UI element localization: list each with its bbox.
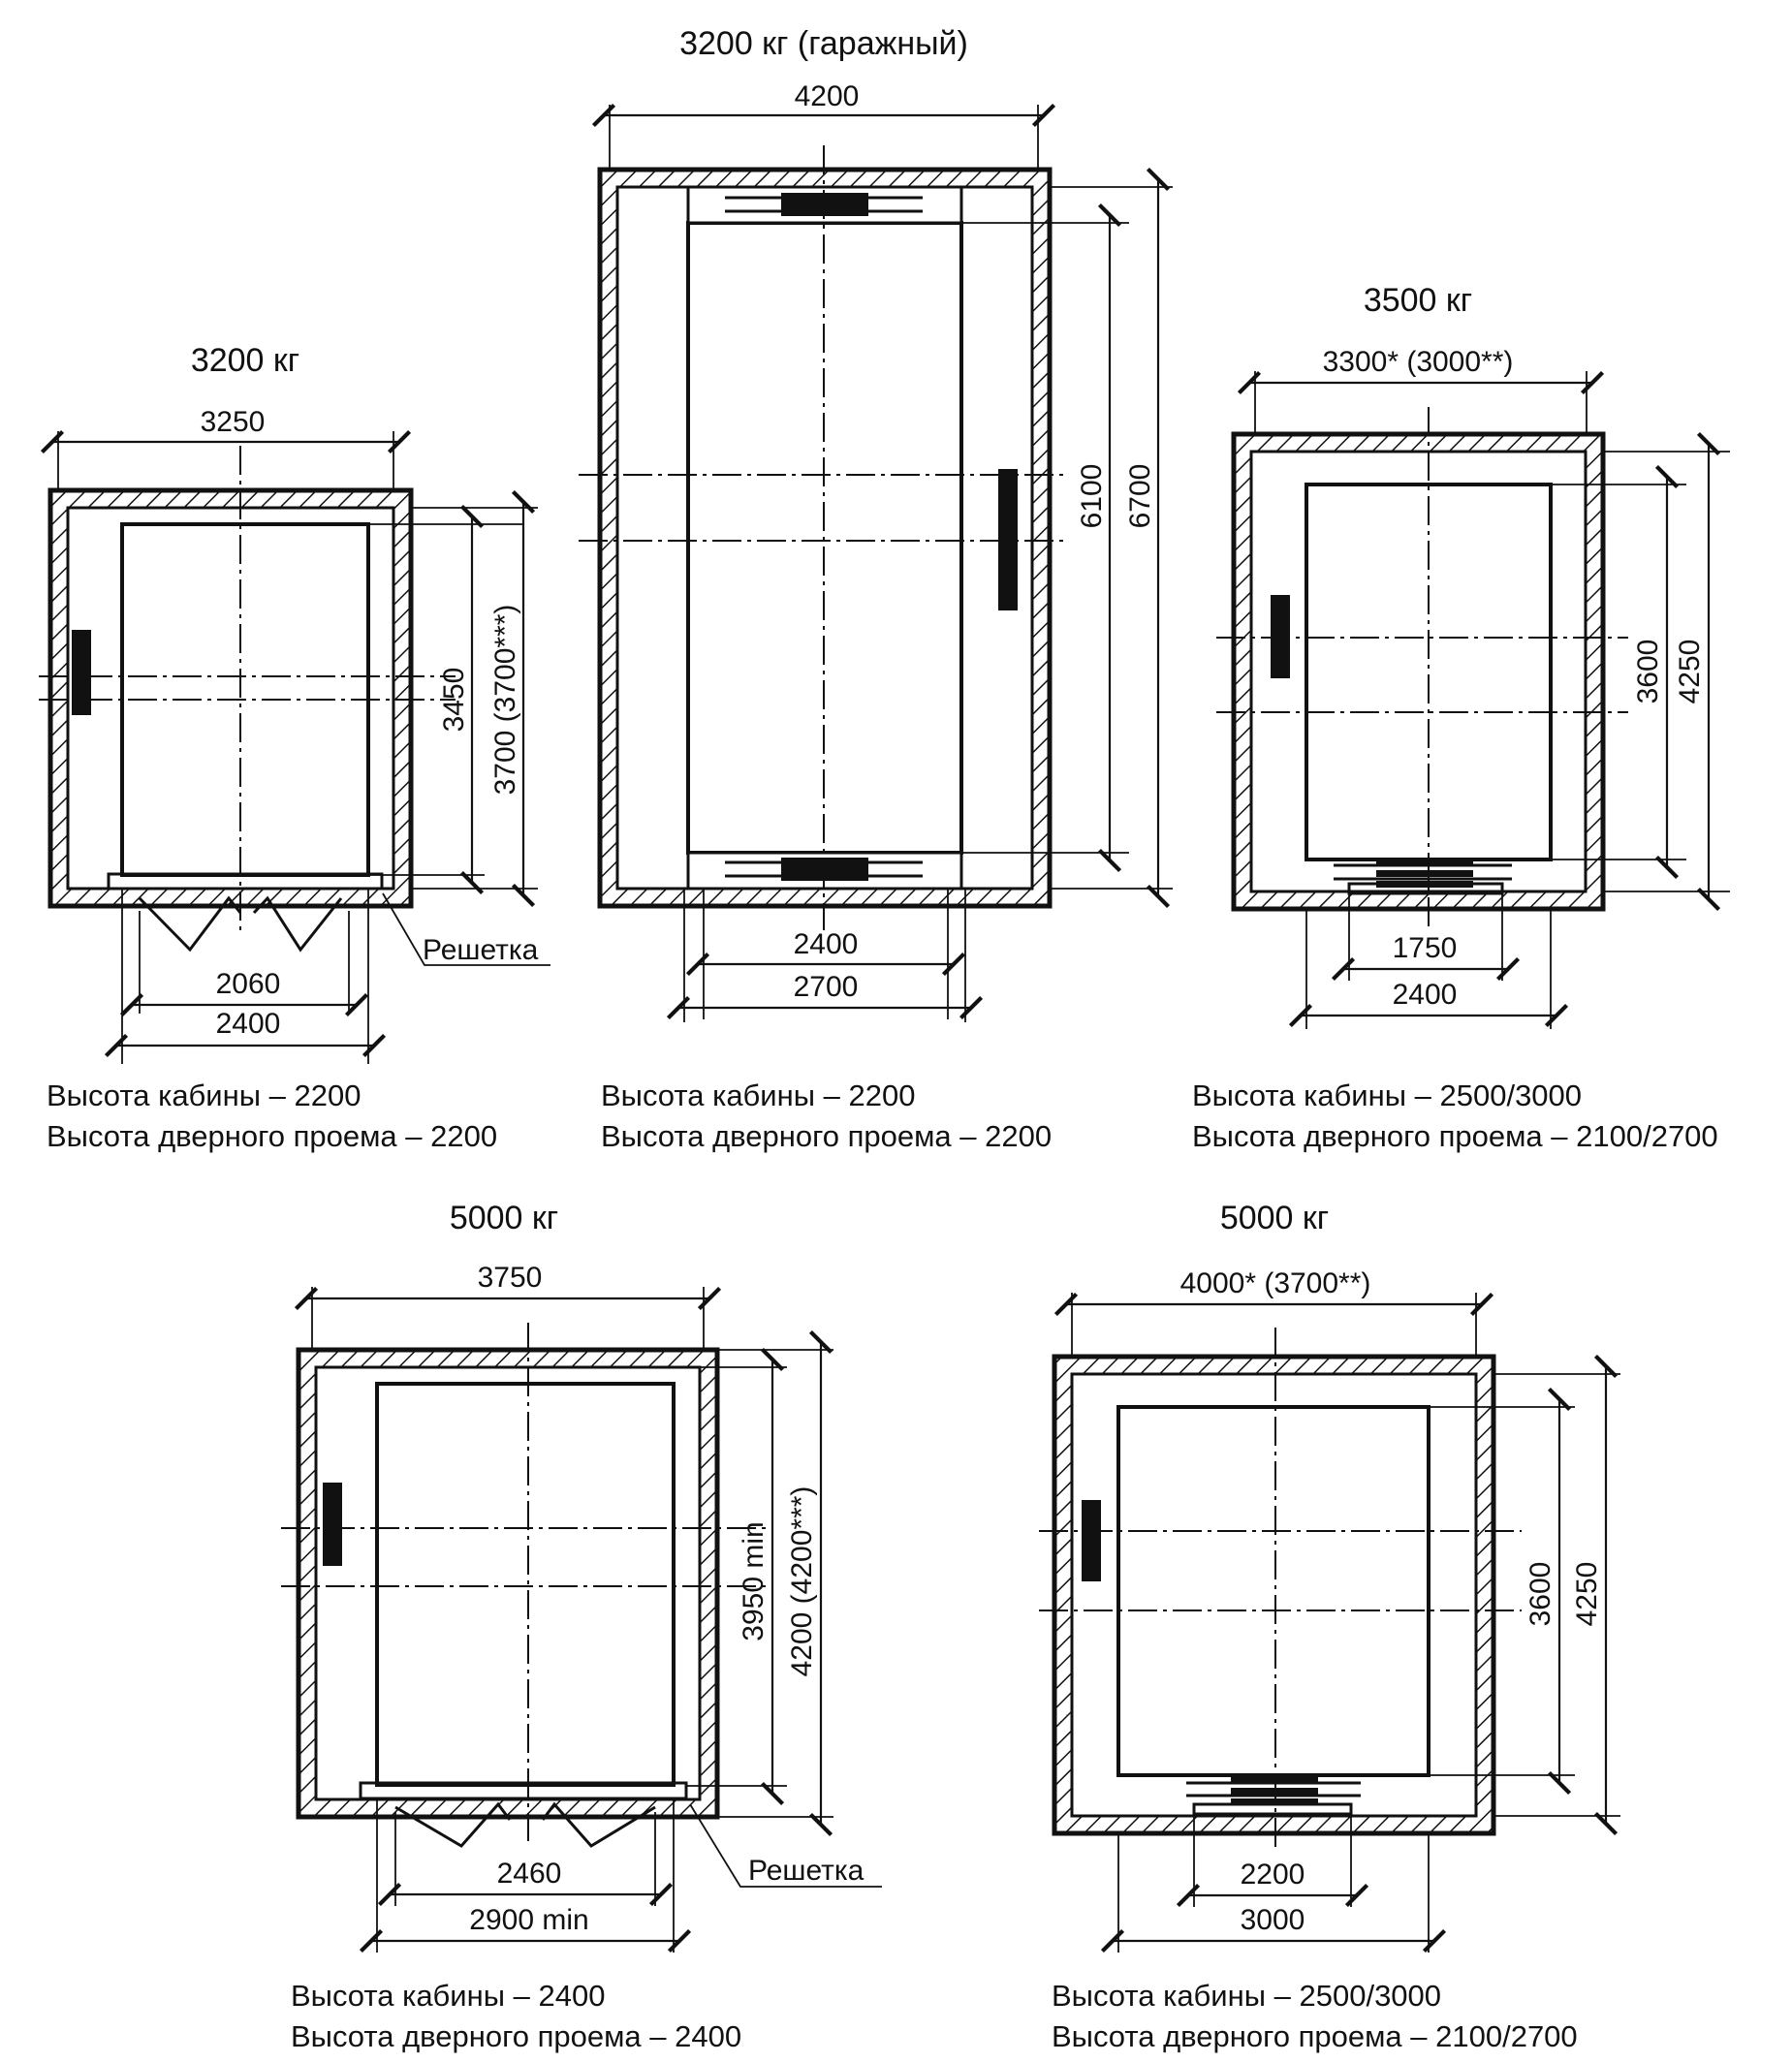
dim-width-top: 3300* (3000**) [1323,346,1514,378]
plan-5000kg-left: 5000 кг 3750 3950 min 4200 (4200***) [281,1200,882,2053]
counterweight [323,1483,342,1566]
plan-title: 3200 кг [191,342,299,379]
plan-title: 5000 кг [1220,1200,1329,1236]
note-cabin-height: Высота кабины – 2500/3000 [1052,1979,1441,2013]
plan-3200kg: 3200 кг 3250 3450 3700 (3700***) [39,342,550,1153]
callout-leader [382,892,550,966]
dim-door-clear: 2060 [216,968,281,1000]
note-cabin-height: Высота кабины – 2200 [601,1078,915,1112]
dim-door-clear: 2200 [1241,1859,1305,1891]
dim-depth-inner: 3950 min [738,1521,770,1641]
door-sill [107,872,384,891]
door-panel [1376,870,1473,877]
dim-door-total: 2900 min [469,1904,588,1936]
dim-door-clear: 2460 [497,1858,562,1890]
folding-door-left [394,1801,512,1848]
dim-width-top: 4000* (3700**) [1180,1267,1371,1299]
folding-door-right [252,895,343,953]
plan-title: 5000 кг [450,1200,558,1236]
dim-depth-outer: 4250 [1571,1562,1603,1627]
door-panel [1376,860,1473,866]
dim-depth-outer: 3700 (3700***) [489,605,521,796]
dim-depth-inner: 3600 [1525,1562,1556,1627]
note-door-height: Высота дверного проема – 2200 [601,1119,1052,1153]
dim-width-top: 4200 [795,80,860,112]
dim-door-clear: 1750 [1393,932,1458,964]
dim-door-total: 2400 [1393,979,1458,1011]
counterweight [1082,1500,1101,1581]
dim-depth-inner: 3450 [438,668,470,733]
dim-depth-outer: 4250 [1674,640,1706,704]
door-sill [1347,882,1504,895]
dim-depth-inner: 3600 [1632,640,1664,704]
plan-5000kg-right: 5000 кг 4000* (3700**) 3600 4250 [1039,1200,1620,2053]
plan-title: 3200 кг (гаражный) [679,25,968,62]
dim-depth-outer: 6700 [1124,464,1156,529]
dim-width-top: 3250 [201,406,266,438]
note-cabin-height: Высота кабины – 2400 [291,1979,605,2013]
door-sill [359,1781,688,1800]
plan-3500kg: 3500 кг 3300* (3000**) 3600 4250 [1192,282,1730,1153]
folding-door-right [541,1801,656,1848]
dim-width-top: 3750 [478,1262,543,1294]
note-cabin-height: Высота кабины – 2500/3000 [1192,1078,1582,1112]
note-door-height: Высота дверного проема – 2100/2700 [1192,1119,1718,1153]
plan-3200kg-garage: 3200 кг (гаражный) 4200 6100 6700 [579,25,1173,1153]
note-door-height: Высота дверного проема – 2200 [47,1119,497,1153]
dim-door-total: 2400 [216,1008,281,1040]
plan-title: 3500 кг [1364,282,1472,319]
callout-label: Решетка [748,1855,865,1887]
callout-leader [689,1803,882,1888]
note-door-height: Высота дверного проема – 2100/2700 [1052,2019,1578,2053]
folding-door-left [138,895,242,953]
dim-depth-inner: 6100 [1076,464,1108,529]
dim-door-total: 2700 [794,971,859,1003]
dim-door-clear: 2400 [794,928,859,960]
cabin-outline [375,1382,676,1787]
cabin-outline [1116,1405,1430,1777]
dim-depth-outer: 4200 (4200***) [786,1486,818,1677]
callout-label: Решетка [423,934,539,966]
door-sill [1192,1802,1353,1816]
counterweight [72,630,91,715]
note-door-height: Высота дверного проема – 2400 [291,2019,741,2053]
note-cabin-height: Высота кабины – 2200 [47,1078,361,1112]
dim-door-total: 3000 [1241,1904,1305,1936]
